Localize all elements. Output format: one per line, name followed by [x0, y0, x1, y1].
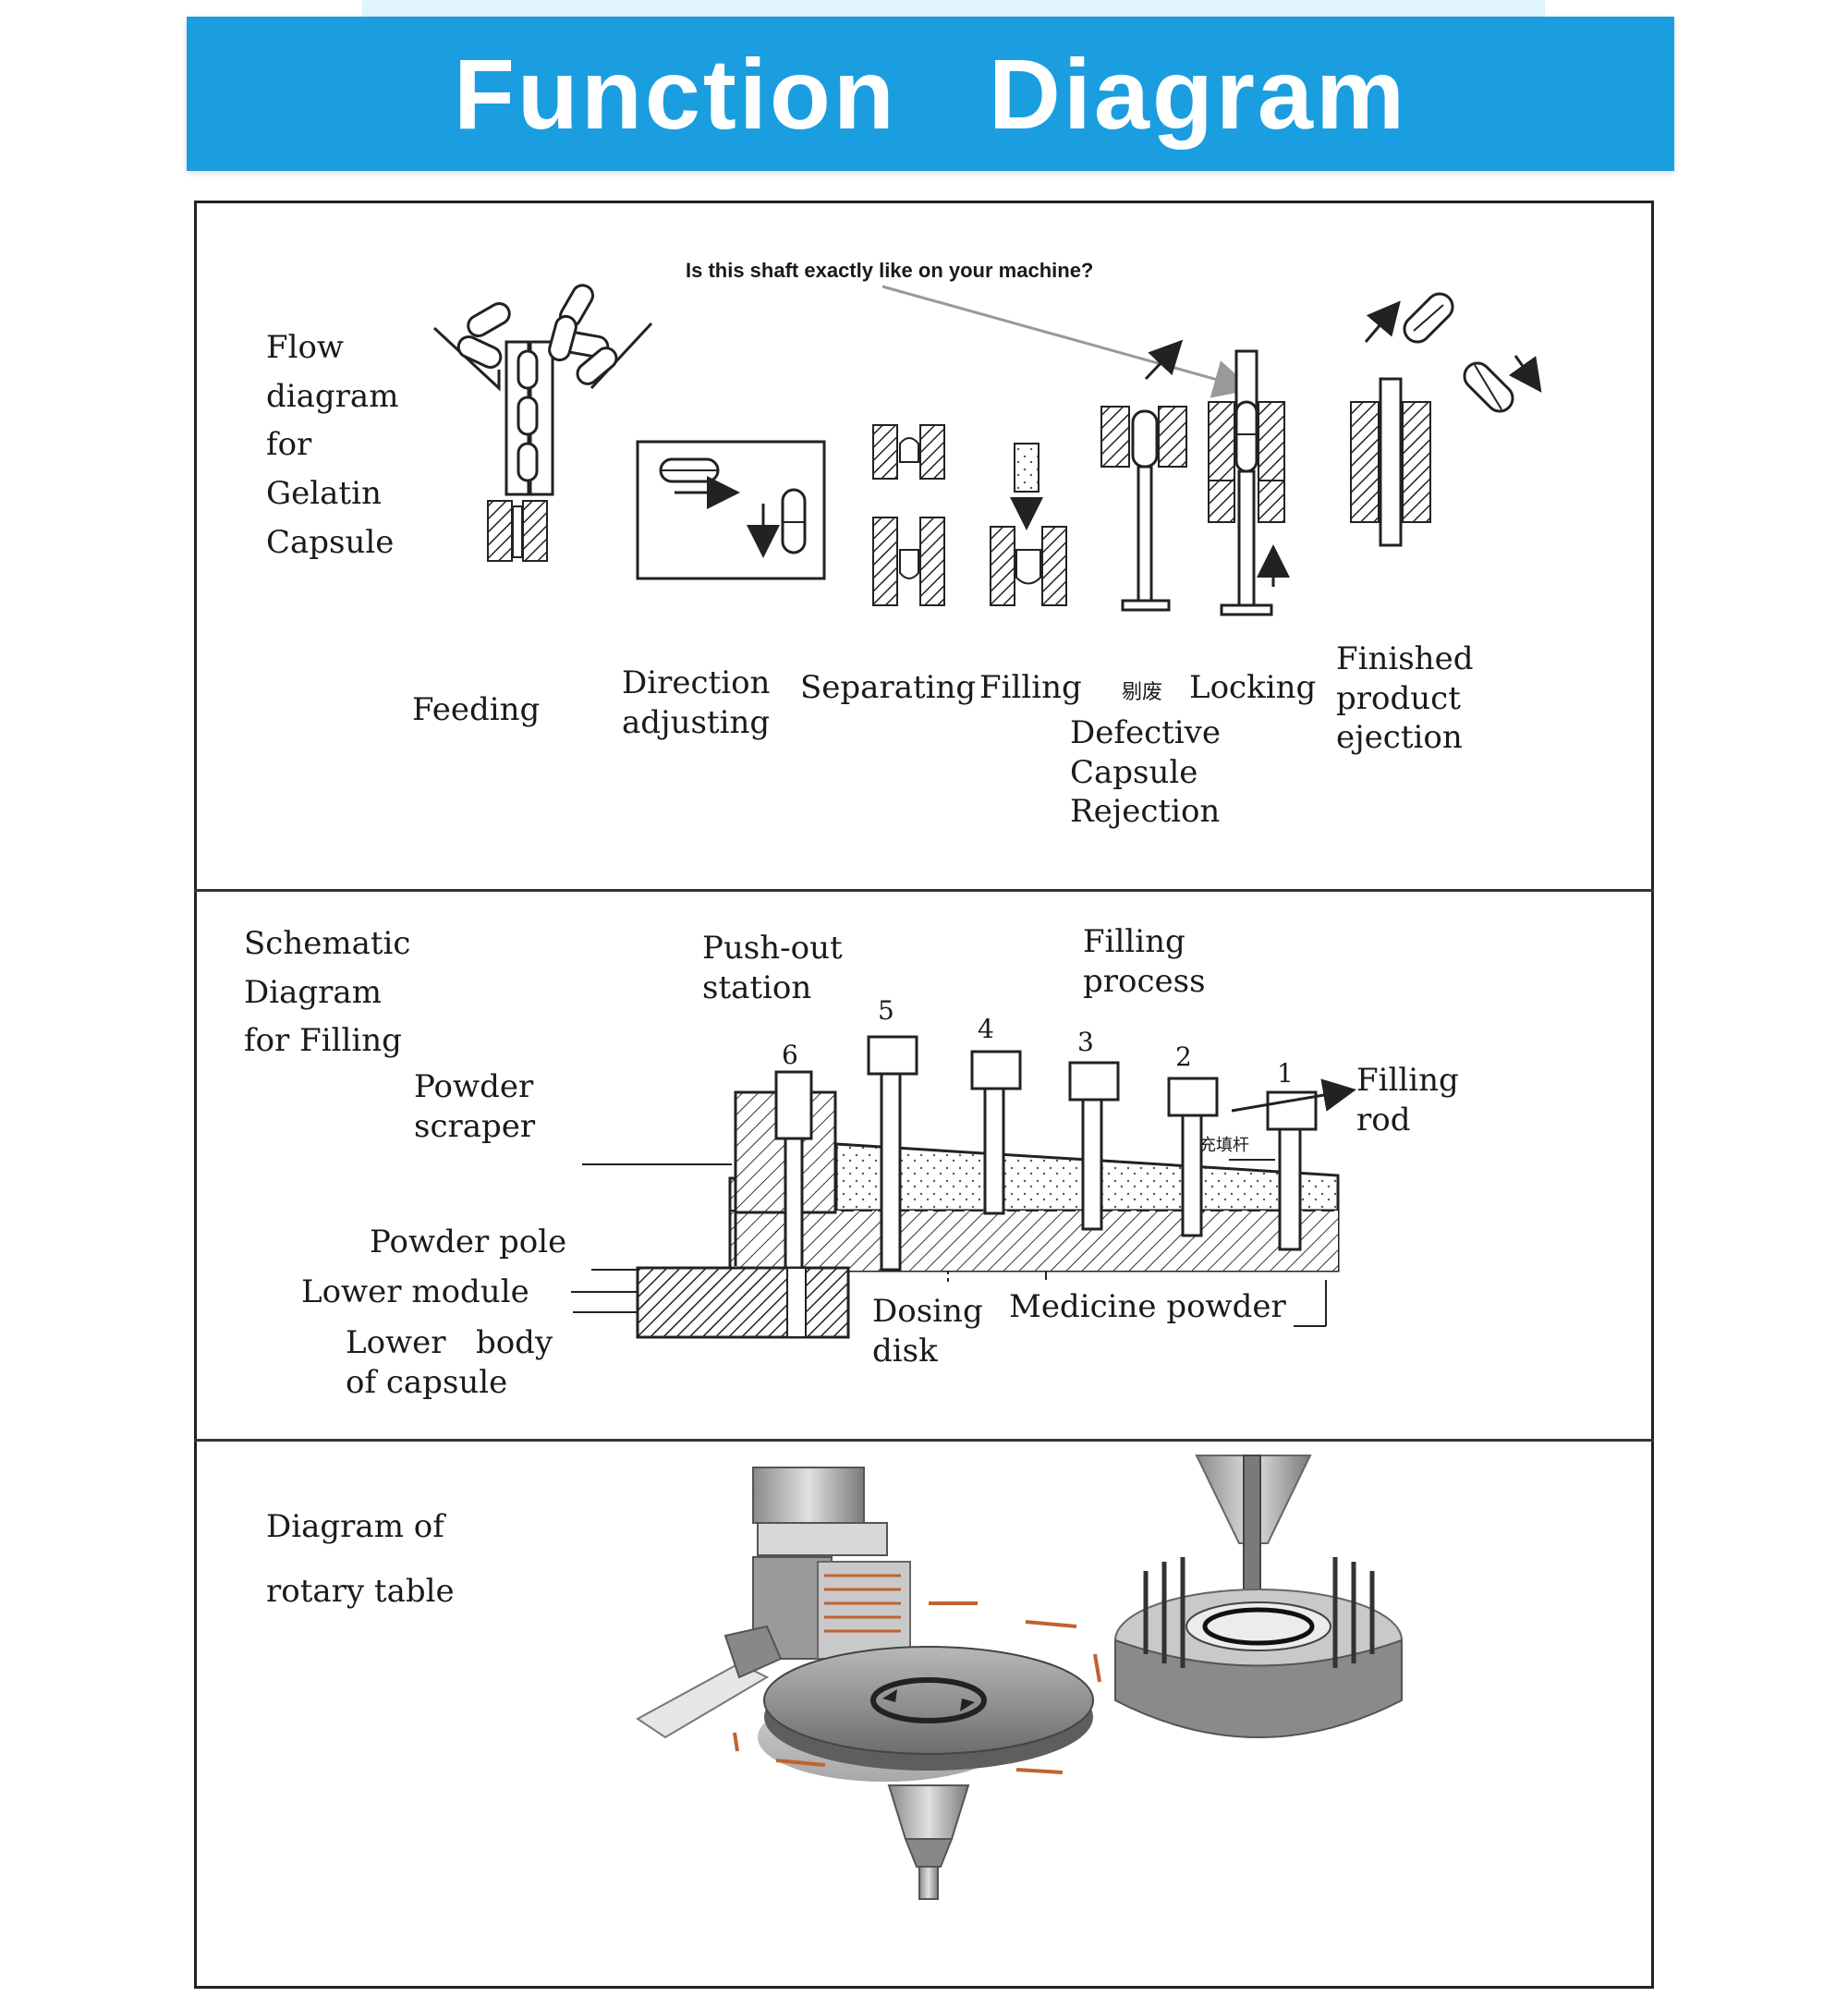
ejection-station — [1350, 292, 1542, 547]
rotary-bottom-funnel — [887, 1784, 970, 1900]
feeding-label: Feeding — [412, 691, 541, 728]
filling-heading: Schematic Diagram for Filling — [244, 925, 411, 1060]
chinese-mark: 剔废 — [1122, 680, 1163, 703]
rotary-right-cylinder — [1114, 1455, 1403, 1738]
station-4: 4 — [978, 1014, 994, 1044]
rotary-heading: Diagram of rotary table — [266, 1508, 455, 1610]
separating-blocks — [872, 424, 945, 606]
top-strip — [362, 0, 1545, 17]
scraper-label: Powder scraper — [414, 1068, 536, 1145]
station-6: 6 — [782, 1040, 798, 1070]
station-5: 5 — [878, 995, 894, 1026]
feeding-hopper — [432, 284, 653, 562]
chinese-rod-label: 充填杆 — [1199, 1136, 1249, 1154]
station-1: 1 — [1277, 1058, 1294, 1089]
defective-label: Defective Capsule Rejection — [1070, 714, 1221, 830]
diagram-frame — [194, 201, 1654, 1989]
section-divider-2 — [194, 1439, 1654, 1442]
rejection-station — [1100, 339, 1187, 612]
direction-box — [636, 440, 826, 580]
rotary-left-machine — [636, 1467, 911, 1739]
locking-label: Locking — [1189, 669, 1317, 706]
medicine-label: Medicine powder — [1009, 1288, 1286, 1325]
lower-body-label: Lower body of capsule — [346, 1324, 553, 1401]
locking-station — [1208, 349, 1290, 616]
rod-label: Filling rod — [1356, 1062, 1459, 1138]
shaft-note: Is this shaft exactly like on your machi… — [686, 259, 1094, 282]
dosing-label: Dosing disk — [872, 1293, 983, 1370]
process-label: Filling process — [1083, 923, 1206, 1000]
section-divider-1 — [194, 889, 1654, 892]
rotary-main-disk — [758, 1646, 1094, 1782]
separating-label: Separating — [800, 669, 977, 706]
page-title: Function Diagram — [453, 38, 1408, 150]
pushout-label: Push-out station — [702, 930, 843, 1006]
filling-label: Filling — [979, 669, 1082, 706]
pole-label: Powder pole — [370, 1224, 567, 1260]
title-banner: Function Diagram — [187, 17, 1674, 171]
direction-label: Direction adjusting — [622, 664, 771, 741]
station-3: 3 — [1077, 1027, 1094, 1057]
finished-label: Finished product ejection — [1336, 640, 1474, 756]
filling-block — [990, 443, 1067, 606]
flow-heading: Flow diagram for Gelatin Capsule — [266, 329, 399, 561]
lower-module-label: Lower module — [301, 1273, 529, 1310]
station-2: 2 — [1175, 1041, 1192, 1072]
